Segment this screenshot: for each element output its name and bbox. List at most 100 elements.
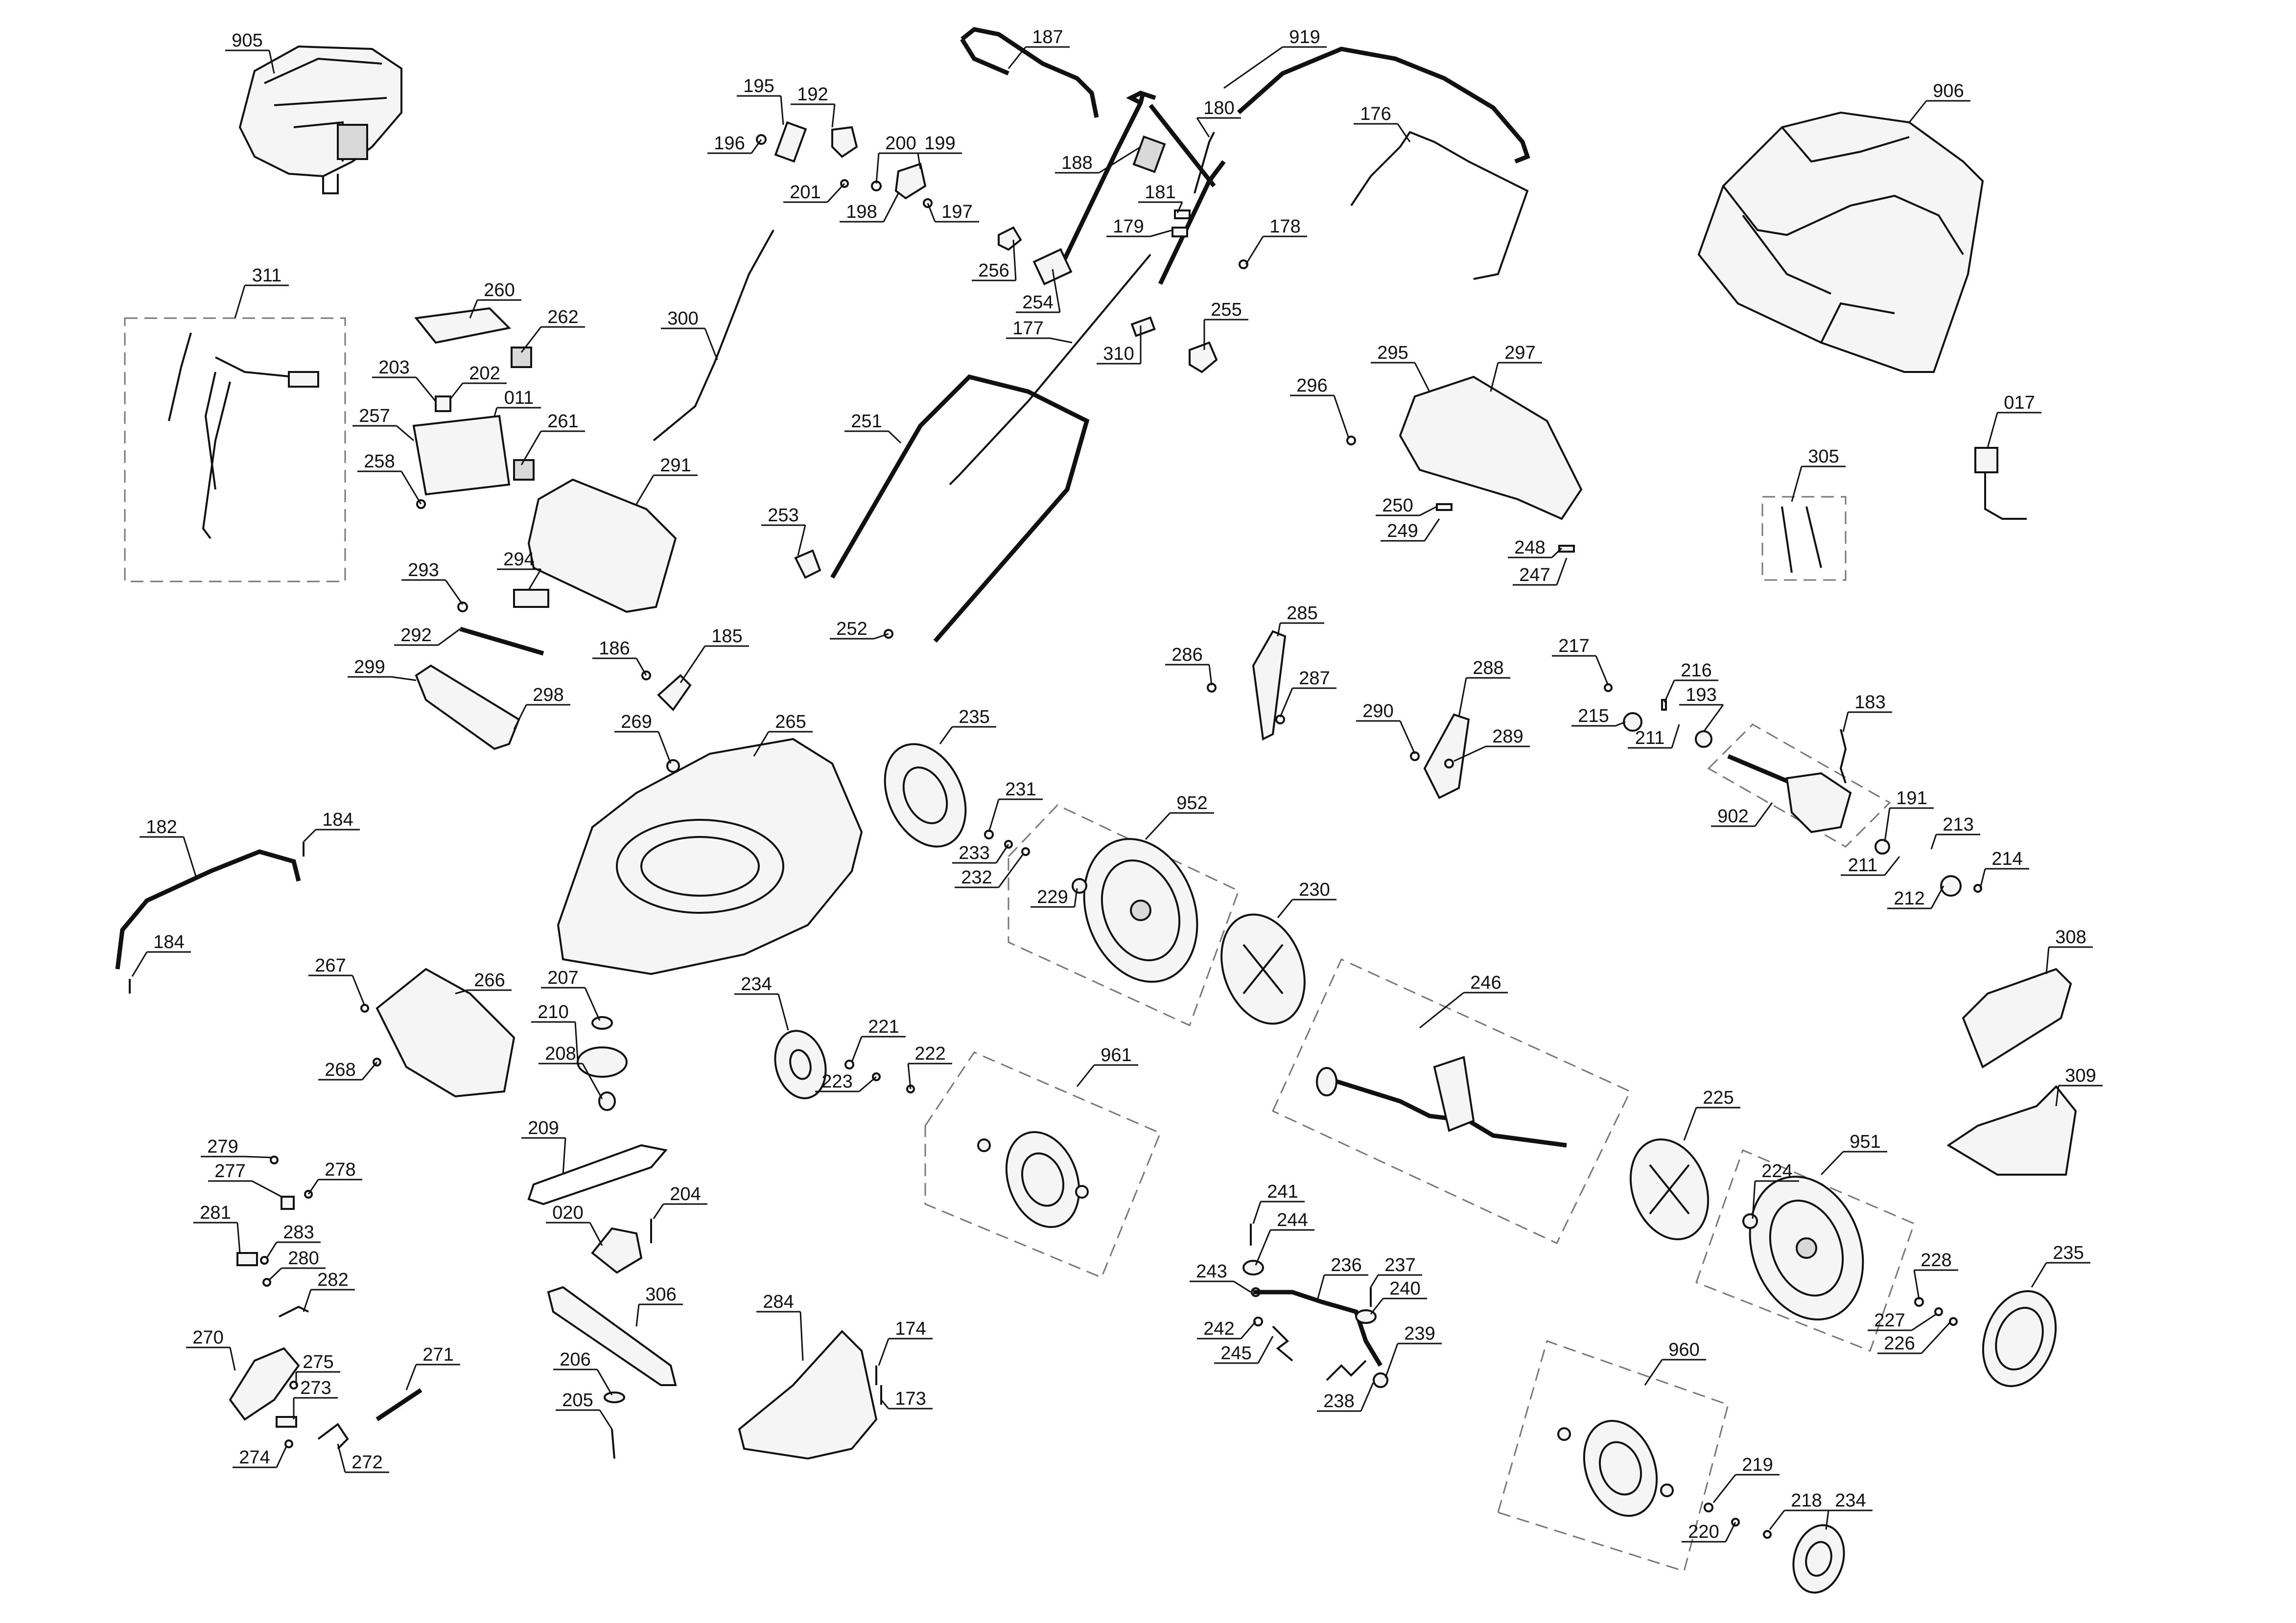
part-274	[284, 1439, 293, 1448]
leader-line	[780, 95, 784, 125]
axle-246	[1316, 1056, 1567, 1148]
callout-204: 204	[653, 1184, 707, 1219]
leader-line	[635, 475, 655, 505]
leader-line	[445, 580, 464, 605]
chute-284	[738, 1330, 878, 1460]
callout-label-275: 275	[303, 1352, 333, 1372]
leader-line	[1551, 547, 1563, 558]
callout-017: 017	[1987, 393, 2041, 448]
handle-upper-919	[1055, 46, 1530, 285]
leader-line	[995, 844, 1009, 863]
callout-label-298: 298	[533, 685, 563, 705]
leader-line	[1252, 1201, 1262, 1224]
callout-209: 209	[521, 1118, 566, 1175]
knob-256	[998, 226, 1022, 251]
callout-label-292: 292	[400, 625, 431, 646]
callout-label-305: 305	[1808, 446, 1839, 467]
engine-905	[238, 45, 402, 194]
part-266	[375, 968, 515, 1098]
callout-label-311: 311	[252, 265, 282, 286]
handle-lower-251	[830, 374, 1090, 643]
leader-line	[1908, 100, 1927, 123]
part-181	[1174, 209, 1191, 219]
leader-line	[455, 989, 468, 995]
cable-300	[653, 230, 774, 441]
callout-label-235: 235	[959, 707, 989, 727]
leader-line	[859, 1076, 877, 1092]
part-279	[270, 1156, 279, 1164]
hubcap-235	[884, 743, 967, 848]
callout-label-290: 290	[1362, 701, 1393, 721]
leader-line	[1754, 802, 1773, 827]
leader-line	[1414, 362, 1430, 392]
part-262	[511, 347, 532, 368]
leader-line	[584, 987, 601, 1021]
knob-253	[794, 549, 821, 579]
spring-238	[1326, 1360, 1367, 1381]
callout-label-286: 286	[1171, 645, 1202, 665]
bearing-191	[1874, 839, 1890, 855]
callout-label-199: 199	[924, 133, 955, 154]
leader-line	[1099, 146, 1141, 174]
callout-label-280: 280	[288, 1248, 319, 1269]
part-260	[414, 307, 512, 344]
leader-line	[1370, 1275, 1379, 1288]
callout-label-254: 254	[1022, 292, 1053, 313]
leader-line	[1419, 992, 1464, 1029]
callout-label-253: 253	[768, 505, 798, 526]
callout-label-234: 234	[1835, 1490, 1866, 1511]
callout-188: 188	[1055, 146, 1141, 174]
callout-label-204: 204	[670, 1184, 701, 1205]
bearing-193	[1695, 730, 1712, 748]
callout-label-245: 245	[1220, 1343, 1251, 1364]
leader-line	[1930, 885, 1945, 909]
leader-line	[1223, 46, 1283, 89]
callout-192: 192	[791, 84, 836, 128]
callout-287: 287	[1279, 668, 1336, 718]
callout-310: 310	[1097, 325, 1142, 365]
callout-242: 242	[1197, 1319, 1257, 1340]
callout-label-235: 235	[2053, 1243, 2084, 1263]
leader-line	[337, 1443, 346, 1473]
callout-290: 290	[1356, 701, 1416, 754]
callout-label-288: 288	[1473, 658, 1503, 678]
leader-line	[1683, 1107, 1697, 1141]
grass-bag-906	[1697, 111, 1984, 373]
callout-277: 277	[208, 1161, 282, 1198]
callout-label-278: 278	[325, 1159, 355, 1180]
callout-306: 306	[635, 1284, 683, 1327]
callout-label-961: 961	[1101, 1045, 1131, 1066]
leader-line	[1012, 239, 1017, 281]
callout-label-192: 192	[797, 84, 828, 105]
leader-line	[1150, 229, 1173, 237]
leader-line	[917, 153, 921, 169]
leader-line	[520, 326, 542, 353]
callout-label-260: 260	[484, 280, 515, 301]
callout-213: 213	[1930, 814, 1980, 850]
leader-line	[657, 731, 672, 764]
callout-label-282: 282	[317, 1270, 348, 1290]
callout-174: 174	[878, 1319, 933, 1366]
bearing-229	[1072, 878, 1087, 894]
callout-207: 207	[541, 968, 601, 1021]
callout-232: 232	[955, 854, 1024, 888]
wheel-951	[1749, 1176, 1864, 1321]
callout-label-179: 179	[1113, 216, 1144, 237]
callout-label-239: 239	[1404, 1323, 1435, 1344]
callout-193: 193	[1679, 685, 1724, 732]
callout-285: 285	[1277, 603, 1324, 637]
callout-220: 220	[1682, 1522, 1736, 1543]
leader-line	[268, 50, 275, 74]
part-185	[657, 674, 692, 712]
callout-184: 184	[303, 810, 360, 843]
callout-273: 273	[293, 1378, 338, 1419]
callout-215: 215	[1571, 706, 1626, 727]
cable-177	[949, 254, 1151, 486]
callout-label-255: 255	[1211, 300, 1242, 320]
callout-label-234: 234	[741, 974, 772, 995]
callout-label-261: 261	[547, 411, 578, 432]
callout-label-236: 236	[1331, 1255, 1361, 1275]
callout-195: 195	[737, 76, 784, 125]
part-248	[1558, 545, 1575, 553]
